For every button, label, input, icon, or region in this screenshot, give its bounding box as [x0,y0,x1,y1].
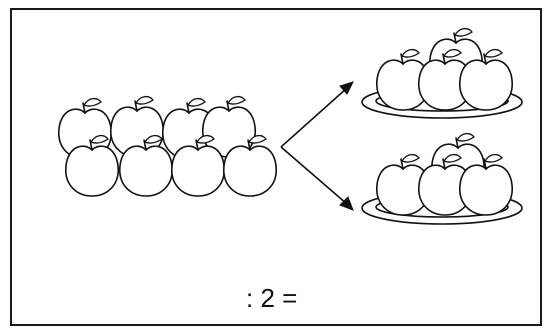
arrow-icon [339,196,354,211]
arrow-icon [339,81,354,95]
plate-top [361,27,523,119]
plate-bottom [361,132,523,225]
arrow-up [280,87,348,148]
apple-group-all [57,95,278,197]
divisor-number: 2 [260,283,275,313]
arrow-down [280,146,348,205]
division-expression: : 2 = [246,280,346,316]
division-operator: : [246,283,254,313]
split-arrows [280,81,354,211]
equals-sign: = [282,283,298,313]
